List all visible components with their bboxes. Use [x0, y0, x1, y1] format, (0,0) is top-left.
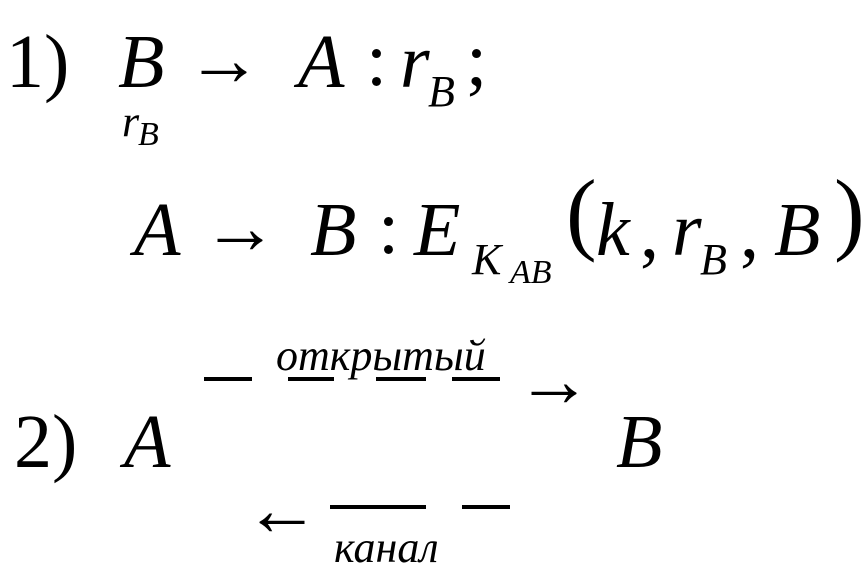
formula-1-line2-comma1: , — [640, 190, 659, 274]
formula-1-line2-r: r — [672, 188, 702, 272]
top-channel-label: открытый — [276, 331, 486, 380]
formula-1-line2-E-subsub: AB — [510, 254, 552, 291]
formula-2-right: B — [616, 400, 663, 484]
formula-2-number: 2) — [14, 400, 78, 484]
top-arrow-dash — [204, 377, 252, 381]
top-arrow-dash — [288, 377, 334, 381]
bottom-arrow-dash — [330, 505, 426, 509]
formula-1-line2-r-sub: B — [700, 235, 727, 284]
formula-1-line2-comma2: , — [740, 190, 759, 274]
top-arrow-dash — [452, 377, 500, 381]
bottom-arrow-dash — [462, 505, 510, 509]
formula-1-line1-under-arrow-sub: B — [138, 116, 159, 153]
formula-1-line1-arrow: → — [186, 18, 262, 102]
formula-1-line1-colon: : — [366, 18, 388, 102]
formula-2-left: A — [124, 400, 171, 484]
formula-1-number: 1) — [6, 20, 70, 104]
formula-1-line2-colon: : — [378, 186, 400, 270]
formula-1-line2-arrow: → — [202, 186, 278, 270]
formula-1-line2-open-paren: ( — [566, 161, 597, 263]
top-arrowhead-icon: → — [516, 339, 592, 423]
formula-1-line2-k: k — [596, 188, 630, 272]
formula-1-line1-from: B — [118, 20, 165, 104]
formula-1-line2-to: B — [310, 188, 357, 272]
formula-1-line2-close-paren: ) — [834, 161, 865, 263]
formula-1-line1-r: r — [400, 20, 430, 104]
formula-1-line2-E: E — [414, 188, 461, 272]
formula-1-line1-to: A — [298, 20, 345, 104]
formula-1-line1-under-arrow-r: r — [122, 97, 140, 146]
formula-1-line1-end: ; — [466, 18, 488, 102]
formula-1-line2-E-sub: K — [472, 235, 502, 284]
formula-1-line2-from: A — [134, 188, 181, 272]
formula-1-line1-r-sub: B — [428, 67, 455, 116]
top-arrow-dash — [376, 377, 426, 381]
bottom-channel-label: канал — [334, 523, 439, 572]
bottom-arrowhead-icon: ← — [244, 468, 320, 552]
formula-1-line2-B: B — [774, 188, 821, 272]
